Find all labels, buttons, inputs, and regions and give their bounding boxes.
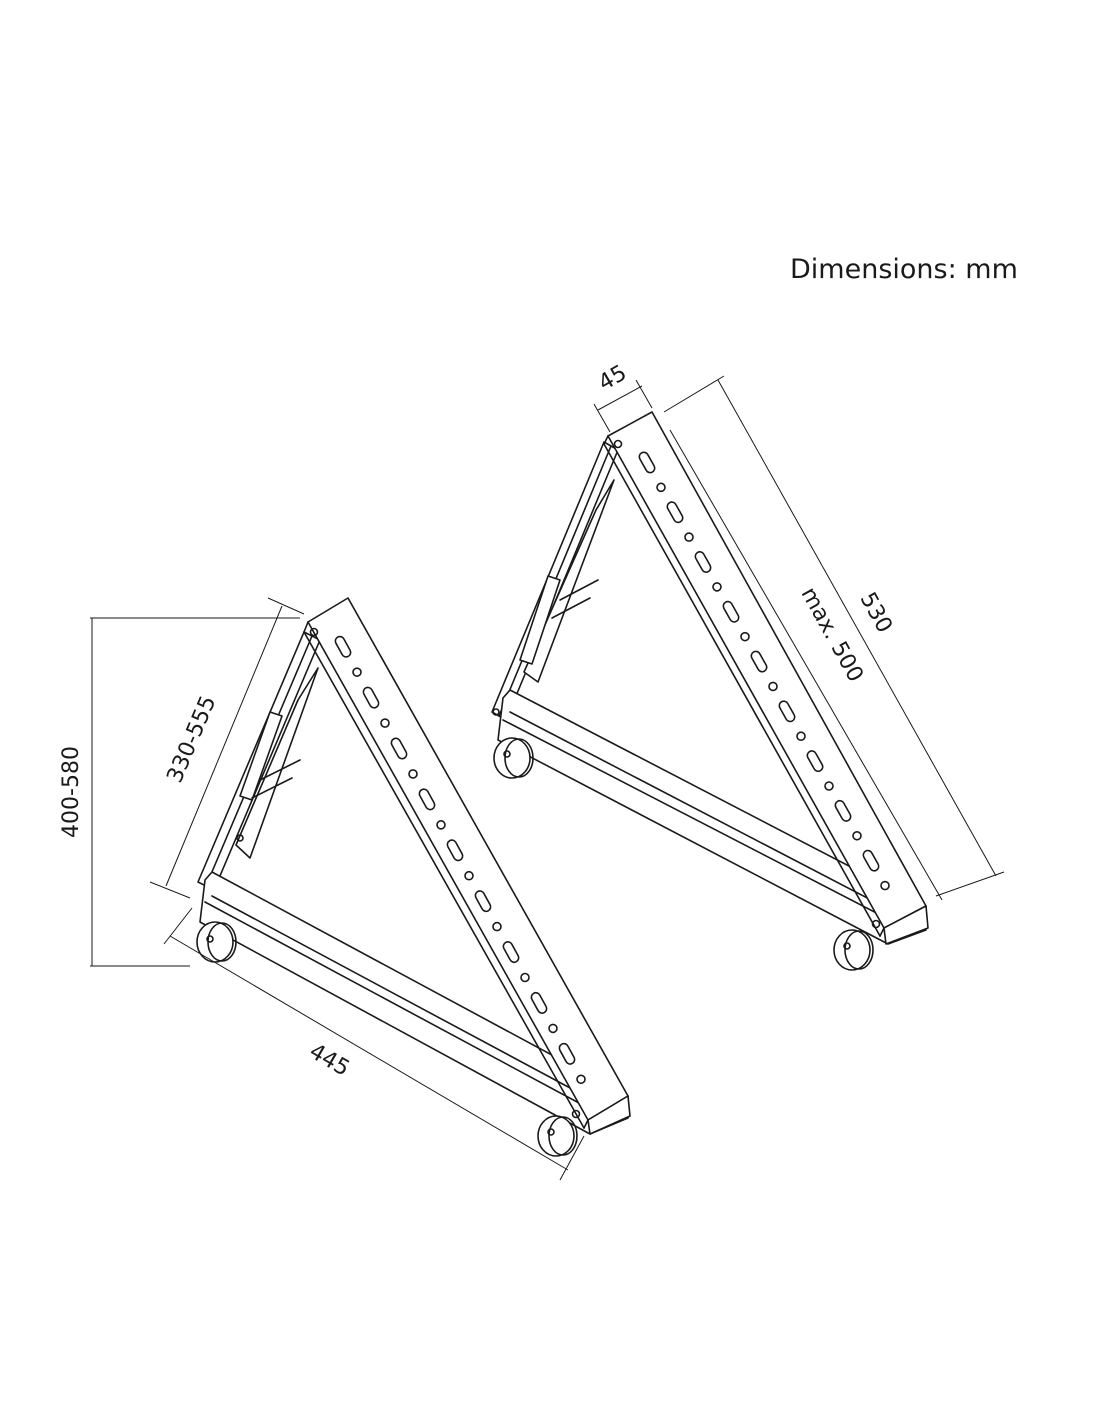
left-rail-slot: [390, 737, 408, 760]
right-rail-hole: [740, 631, 750, 642]
right-rail-slot: [750, 650, 768, 673]
right-caster-front: [493, 737, 534, 779]
dimensions-title: Dimensions: mm: [790, 254, 1018, 285]
left-rail-hole: [520, 972, 530, 983]
right-rail-hole: [712, 582, 722, 592]
left-rail-slot: [558, 1042, 576, 1065]
left-rail-hole: [436, 820, 446, 830]
left-caster-front: [196, 921, 237, 963]
rail-length-label: 530: [855, 588, 897, 637]
left-rail-slot: [334, 635, 352, 658]
right-bracket: [491, 411, 929, 971]
right-rail-hole: [824, 781, 834, 791]
right-rail-slot: [666, 501, 684, 524]
base-length-label: 445: [305, 1039, 354, 1082]
left-slotted-rail: [303, 597, 631, 1135]
right-rail-hole: [768, 681, 778, 692]
left-adjustable-arm: [197, 631, 321, 891]
left-rail-slot: [362, 686, 380, 709]
right-rail-slot: [806, 750, 824, 773]
right-rail-slot: [778, 700, 796, 723]
right-rail-slot: [834, 799, 852, 822]
left-rail-hole: [464, 870, 474, 881]
right-rail-hole: [684, 532, 694, 542]
left-rail-slot: [502, 941, 520, 964]
left-rail-slot: [474, 890, 492, 913]
right-rail-hole: [656, 482, 666, 493]
right-rail-slot: [722, 600, 740, 623]
left-rail-hole: [492, 921, 502, 932]
right-rail-slot: [694, 551, 712, 573]
right-adjustable-arm: [491, 441, 619, 721]
right-rail-hole: [880, 880, 890, 891]
left-rail-hole: [380, 718, 390, 728]
left-rail-slot: [418, 788, 436, 811]
right-slotted-rail: [603, 411, 929, 945]
left-rail-slot: [446, 839, 464, 862]
left-rail-hole: [576, 1074, 586, 1085]
right-rail-hole: [796, 731, 806, 742]
left-bracket: [196, 597, 631, 1157]
left-rail-slot: [530, 991, 548, 1014]
width-label: 45: [594, 361, 631, 397]
height-label: 400-580: [59, 746, 84, 838]
right-rail-hole: [852, 830, 862, 841]
left-caster-rear: [537, 1115, 578, 1157]
right-caster-rear: [833, 929, 874, 971]
left-rail-hole: [548, 1023, 558, 1034]
left-rail-hole: [408, 769, 418, 779]
right-rail-slot: [862, 849, 880, 872]
dimension-height: 400-580: [59, 617, 300, 967]
left-rail-hole: [352, 667, 362, 677]
right-rail-slot: [638, 451, 656, 474]
